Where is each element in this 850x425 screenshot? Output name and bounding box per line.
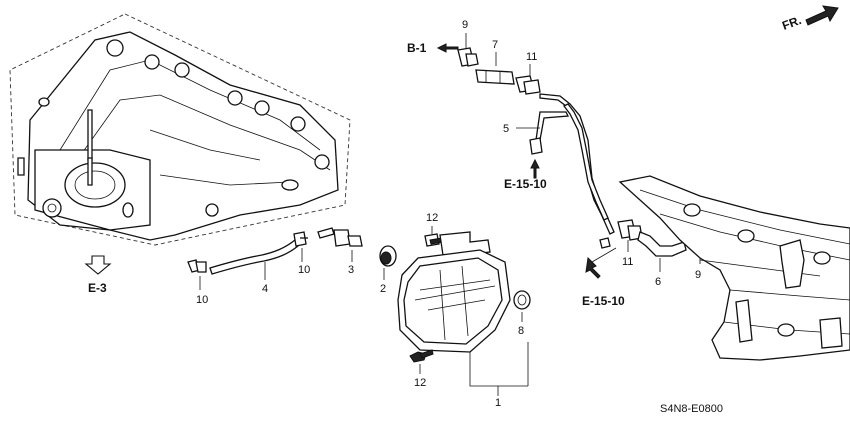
ref-b1-group: B-1 (407, 41, 459, 55)
callout-11-bottom: 11 (622, 256, 633, 268)
ref-e3-group: E-3 (84, 255, 112, 295)
front-direction-indicator: FR. (780, 5, 839, 33)
part-4-hose: 4 (209, 238, 299, 295)
part-11-clamp-top: 11 (515, 51, 541, 95)
callout-10-left: 10 (196, 294, 208, 306)
front-direction-label: FR. (780, 13, 803, 33)
callout-7: 7 (492, 39, 498, 51)
ref-e1510-bottom-group: E-15-10 (582, 247, 625, 308)
part-10-clamp-left: 10 (187, 259, 208, 306)
callout-1: 1 (495, 397, 501, 409)
part-8-o-ring: 8 (513, 290, 531, 386)
callout-5: 5 (503, 123, 509, 135)
callout-9-bottom: 9 (695, 269, 701, 281)
part-6-hose: 6 (637, 231, 687, 288)
callout-6: 6 (655, 276, 661, 288)
callout-9-top: 9 (462, 19, 468, 31)
callout-4: 4 (262, 283, 268, 295)
engine-cylinder-head (618, 175, 850, 361)
ref-b1: B-1 (407, 41, 427, 55)
part-7-hose: 7 (475, 39, 515, 85)
part-1-breather-separator: 1 (397, 249, 528, 409)
up-arrow-icon (530, 158, 540, 179)
ref-e1510-top-group: E-15-10 (504, 158, 547, 191)
ref-e3: E-3 (88, 281, 107, 295)
down-left-arrow-icon (585, 256, 601, 279)
front-arrow-icon (805, 5, 839, 26)
intake-manifold (17, 31, 339, 241)
ref-e15-10-top: E-15-10 (504, 177, 547, 191)
part-11-clamp-bottom: 11 (617, 219, 643, 268)
callout-3: 3 (348, 264, 354, 276)
callout-12-bottom: 12 (414, 377, 426, 389)
part-12-bolt-bottom: 12 (409, 349, 434, 389)
callout-10-mid: 10 (298, 264, 310, 276)
left-arrow-icon (436, 43, 459, 53)
callout-11-top: 11 (526, 51, 537, 63)
callout-8: 8 (518, 325, 524, 337)
part-2-grommet: 2 (379, 245, 397, 295)
ref-e15-10-bottom: E-15-10 (582, 294, 625, 308)
callout-12-top: 12 (426, 212, 438, 224)
part-10-clamp-mid: 10 (293, 231, 310, 276)
diagram-code: S4N8-E0800 (660, 403, 723, 415)
down-arrow-icon (84, 255, 112, 275)
part-9-clamp-top: 9 (457, 19, 479, 67)
part-3-pcv-valve: 3 (317, 227, 363, 276)
callout-2: 2 (380, 283, 386, 295)
intake-manifold-boundary (9, 13, 351, 246)
part-5-breather-pipe: 5 (503, 93, 615, 249)
